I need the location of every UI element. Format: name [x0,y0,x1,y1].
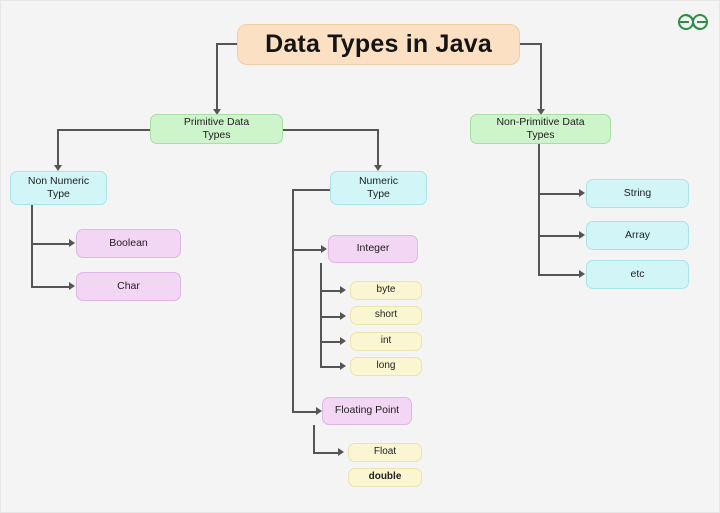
node-primitive-data-types[interactable]: Primitive Data Types [150,114,283,144]
connector-nonnumeric-trunk [31,205,33,287]
node-numeric-type[interactable]: Numeric Type [330,171,427,205]
connector-nonnumeric-to-boolean [31,243,71,245]
arrowhead-to-boolean [69,239,75,247]
node-floating-point[interactable]: Floating Point [322,397,412,425]
node-byte[interactable]: byte [350,281,422,300]
arrowhead-primitive-to-nonnumeric [54,165,62,171]
node-array[interactable]: Array [586,221,689,250]
connector-root-right-horizontal [518,43,542,45]
arrowhead-to-char [69,282,75,290]
connector-nonprimitive-to-array [538,235,581,237]
arrowhead-to-byte [340,286,346,294]
connector-numeric-to-integer [292,249,323,251]
node-char[interactable]: Char [76,272,181,301]
connector-integer-to-long [320,366,342,368]
arrowhead-to-string [579,189,585,197]
connector-floatingpoint-to-float [313,452,340,454]
connector-root-right-vertical [540,43,542,111]
connector-nonprimitive-to-etc [538,274,581,276]
node-etc[interactable]: etc [586,260,689,289]
connector-numeric-trunk [292,189,294,412]
connector-integer-to-int [320,341,342,343]
connector-integer-trunk [320,263,322,368]
node-long[interactable]: long [350,357,422,376]
node-string[interactable]: String [586,179,689,208]
connector-numeric-to-floatingpoint [292,411,318,413]
connector-integer-to-short [320,316,342,318]
arrowhead-to-short [340,312,346,320]
connector-primitive-to-nonnumeric-horizontal [57,129,151,131]
connector-integer-to-byte [320,290,342,292]
connector-nonprimitive-to-string [538,193,581,195]
node-short[interactable]: short [350,306,422,325]
arrowhead-to-array [579,231,585,239]
connector-primitive-to-nonnumeric-vertical [57,129,59,167]
connector-numeric-left-stub [292,189,332,191]
connector-nonprimitive-trunk [538,144,540,276]
arrowhead-root-to-primitive [213,109,221,115]
node-float[interactable]: Float [348,443,422,462]
node-double[interactable]: double [348,468,422,487]
node-root-data-types-in-java[interactable]: Data Types in Java [237,24,520,65]
arrowhead-to-etc [579,270,585,278]
node-boolean[interactable]: Boolean [76,229,181,258]
arrowhead-to-float [338,448,344,456]
arrowhead-primitive-to-numeric [374,165,382,171]
connector-root-left-horizontal [216,43,239,45]
connector-nonnumeric-to-char [31,286,71,288]
node-non-numeric-type[interactable]: Non Numeric Type [10,171,107,205]
connector-primitive-to-numeric-vertical [377,129,379,167]
geeksforgeeks-logo-icon [676,12,710,37]
node-int[interactable]: int [350,332,422,351]
connector-floatingpoint-trunk [313,425,315,453]
arrowhead-to-integer [321,245,327,253]
arrowhead-to-floating-point [316,407,322,415]
connector-root-left-vertical [216,43,218,111]
node-integer[interactable]: Integer [328,235,418,263]
arrowhead-root-to-non-primitive [537,109,545,115]
connector-primitive-to-numeric-horizontal [282,129,379,131]
node-non-primitive-data-types[interactable]: Non-Primitive Data Types [470,114,611,144]
arrowhead-to-int [340,337,346,345]
arrowhead-to-long [340,362,346,370]
